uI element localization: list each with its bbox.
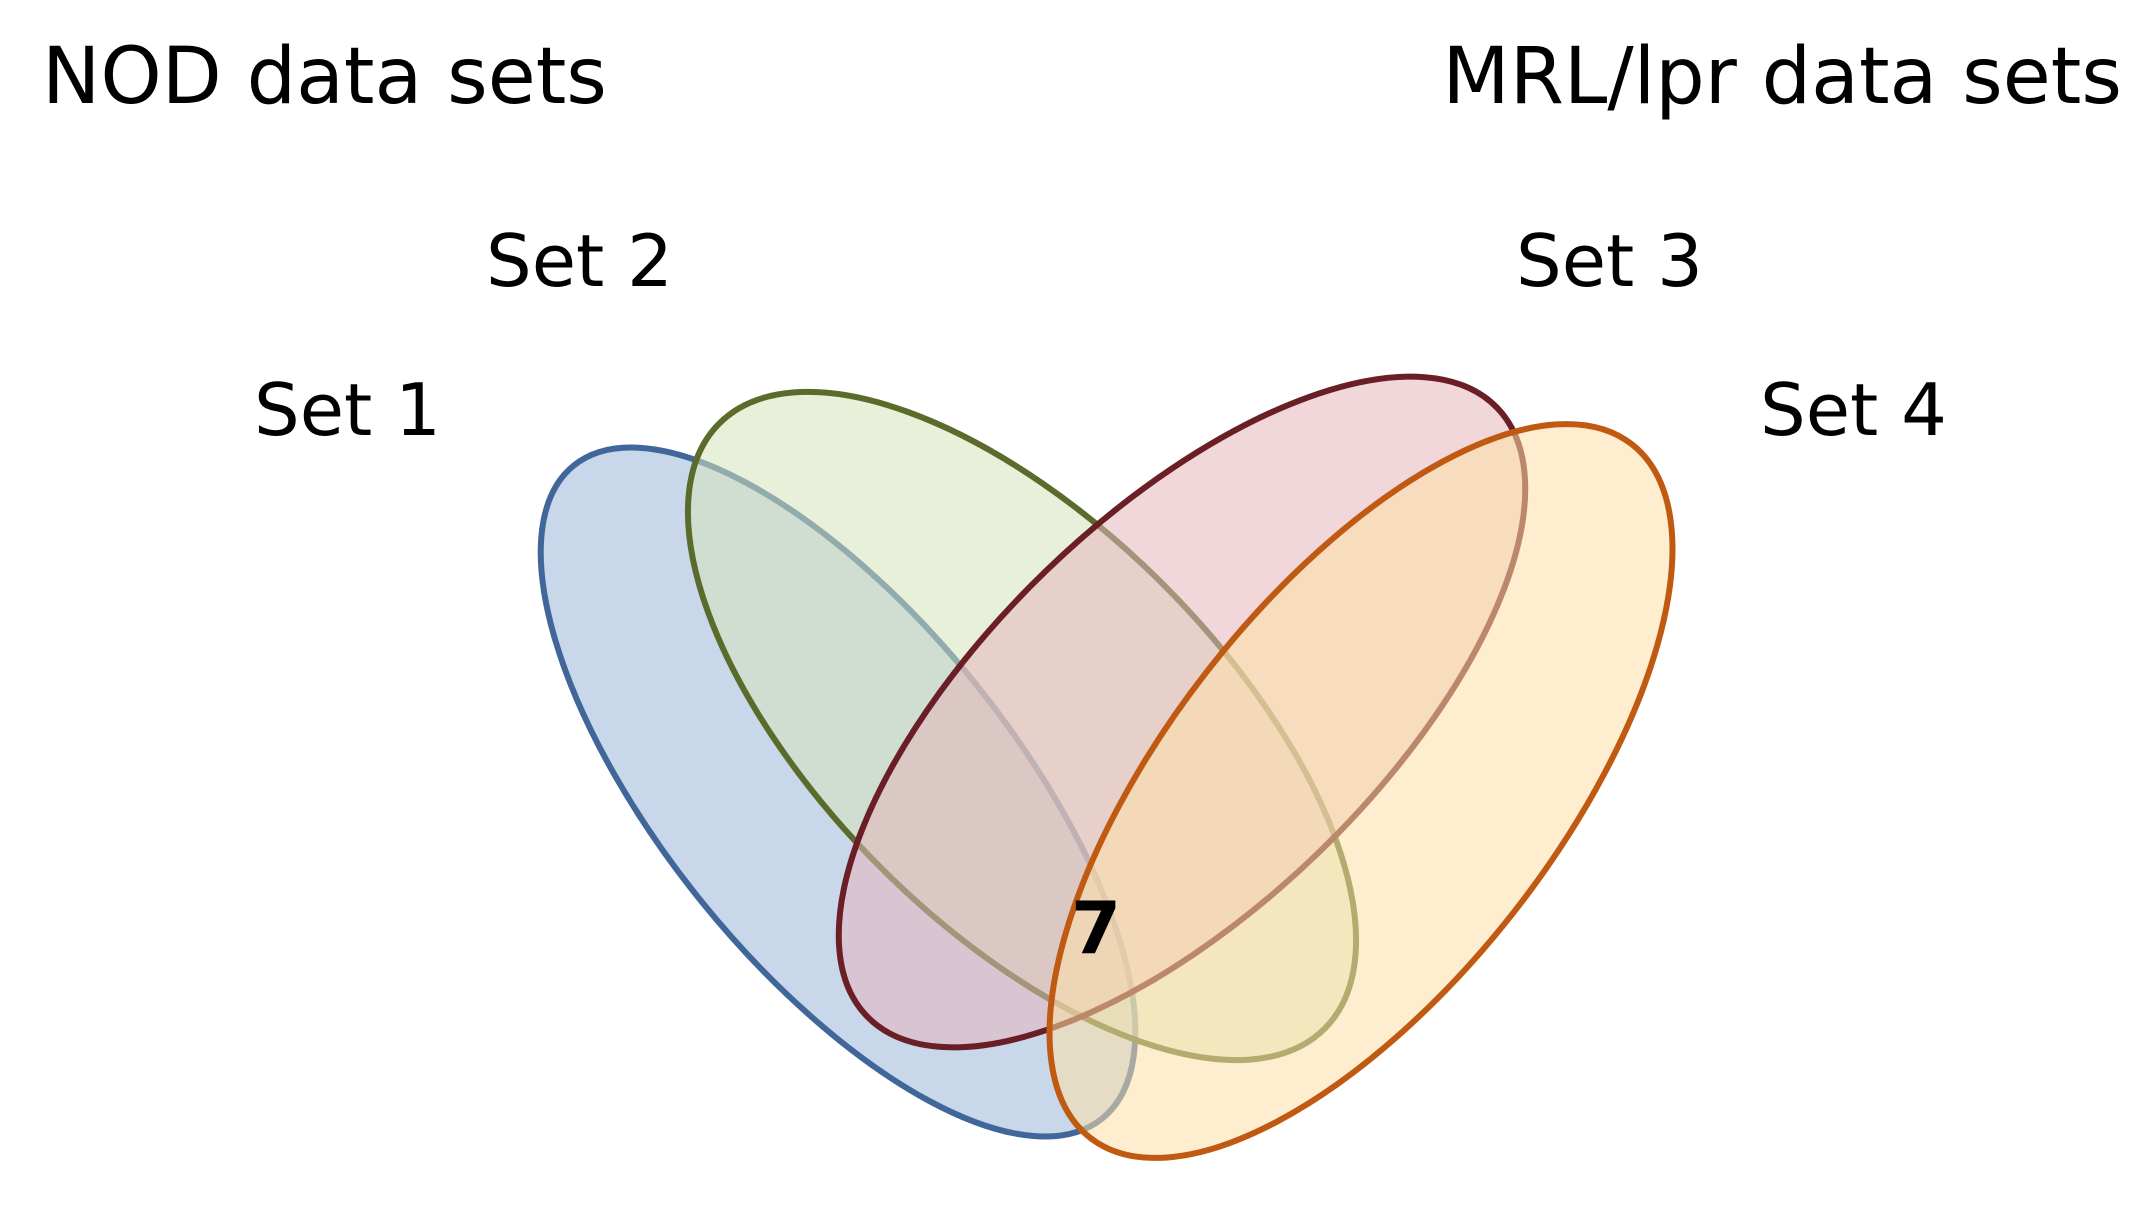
mrl-lpr-group-title: MRL/lpr data sets (1442, 32, 2122, 122)
set1-label: Set 1 (254, 368, 441, 452)
set4-ellipse (1046, 421, 1676, 1161)
set3-label: Set 3 (1516, 219, 1703, 303)
set2-label: Set 2 (486, 219, 673, 303)
set4-label: Set 4 (1760, 368, 1947, 452)
four-way-intersection-count: 7 (1070, 886, 1122, 970)
nod-group-title: NOD data sets (42, 32, 607, 122)
